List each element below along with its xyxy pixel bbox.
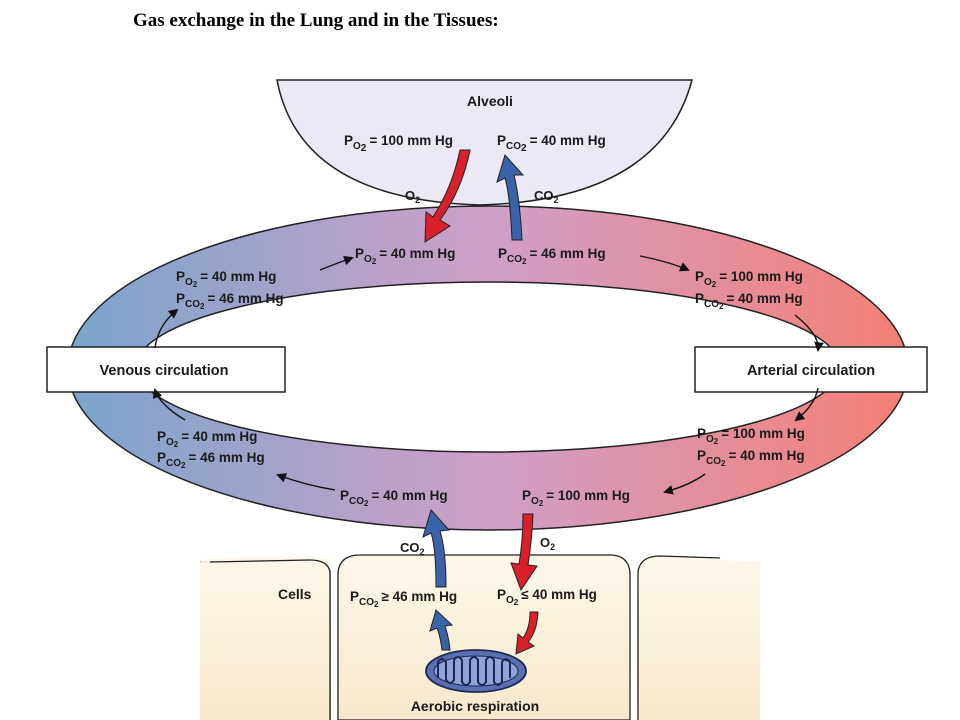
pulmonary-po2: PO2= 40 mm Hg (355, 246, 455, 266)
o2-arrow-tissue (510, 513, 538, 592)
o2-arrow-mitochondrion (515, 611, 539, 655)
venous-circulation-box: Venous circulation (46, 346, 286, 393)
flow-arrow-bottom-right (663, 473, 706, 495)
lower-right-pco2: PCO2= 40 mm Hg (697, 448, 805, 468)
lower-left-pco2: PCO2= 46 mm Hg (157, 450, 265, 470)
flow-arrow-top-right (639, 255, 690, 272)
flow-arrows (152, 255, 824, 495)
venous-circulation-label: Venous circulation (100, 363, 229, 379)
arterial-circulation-label: Arterial circulation (747, 363, 875, 379)
alveoli (276, 79, 693, 206)
lower-right-po2: PO2= 100 mm Hg (697, 426, 805, 446)
cells-po2: PO2≤ 40 mm Hg (497, 587, 597, 607)
lower-left-po2: PO2= 40 mm Hg (157, 429, 257, 449)
o2-label-tissue: O2 (540, 535, 555, 552)
bottom-pco2: PCO2= 40 mm Hg (340, 488, 448, 508)
o2-arrow-lung (424, 149, 471, 243)
flow-arrow-left-upper (154, 308, 179, 349)
o2-label-lung: O2 (405, 188, 420, 205)
upper-left-pco2: PCO2= 46 mm Hg (176, 291, 284, 311)
co2-arrow-mitochondrion (429, 609, 454, 651)
upper-right-po2: PO2= 100 mm Hg (695, 269, 803, 289)
page-title: Gas exchange in the Lung and in the Tiss… (133, 10, 499, 31)
co2-arrow-lung (496, 154, 525, 241)
flow-arrow-bottom-left (276, 473, 336, 491)
co2-label-lung: CO2 (534, 188, 559, 205)
alveoli-po2: PO2= 100 mm Hg (344, 133, 453, 154)
circulation-ring (67, 205, 909, 531)
co2-arrow-tissue (422, 509, 451, 588)
alveoli-label: Alveoli (467, 93, 513, 109)
co2-label-tissue: CO2 (400, 540, 425, 557)
bottom-po2: PO2= 100 mm Hg (522, 488, 630, 508)
flow-arrow-right-lower (794, 387, 819, 422)
flow-arrow-left-lower (152, 388, 186, 421)
arterial-circulation-box: Arterial circulation (694, 346, 928, 393)
upper-right-pco2: PCO2= 40 mm Hg (695, 291, 803, 311)
flow-arrow-right-upper (794, 314, 824, 352)
flow-arrow-top-left (319, 255, 354, 271)
cells-label: Cells (278, 586, 312, 602)
upper-left-po2: PO2= 40 mm Hg (176, 269, 276, 289)
pulmonary-pco2: PCO2= 46 mm Hg (498, 246, 606, 266)
alveoli-pco2: PCO2= 40 mm Hg (497, 133, 606, 154)
mitochondrion-icon (425, 649, 527, 693)
cells-region (199, 554, 760, 720)
cells-pco2: PCO2≥ 46 mm Hg (350, 589, 457, 609)
aerobic-respiration-label: Aerobic respiration (411, 698, 539, 714)
